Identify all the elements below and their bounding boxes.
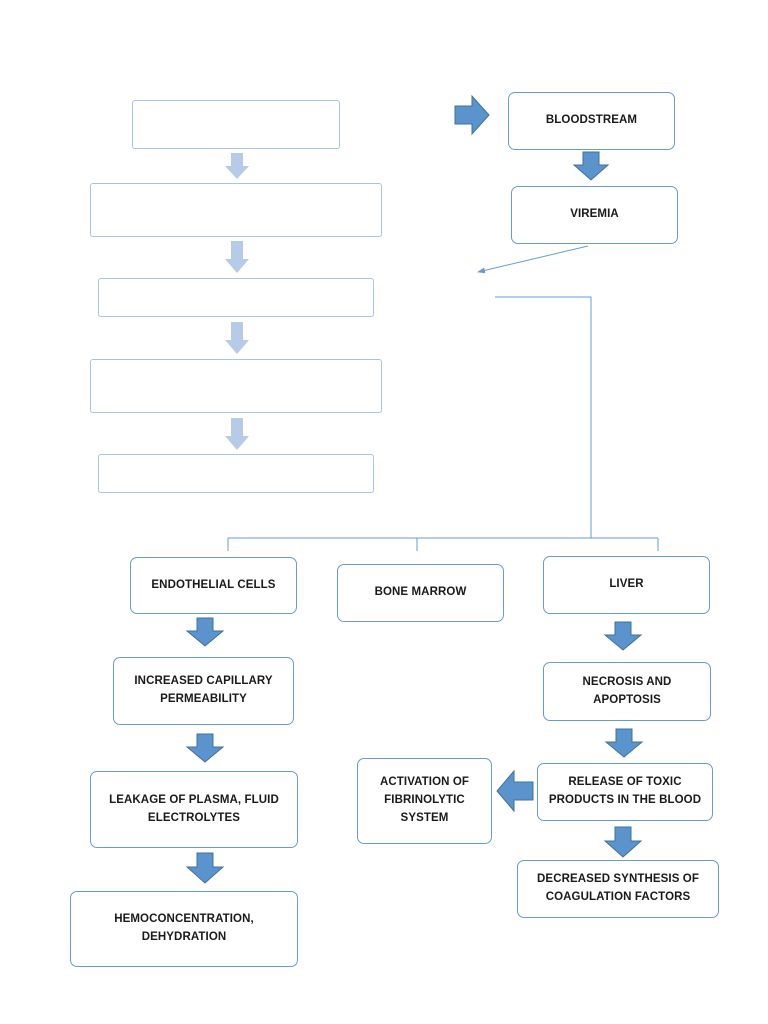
liver-box: LIVER: [543, 556, 710, 614]
faint-down-arrow-icon: [225, 241, 249, 273]
faint-down-arrow-icon: [225, 322, 249, 354]
necrosis-apoptosis-box: NECROSIS AND APOPTOSIS: [543, 662, 711, 721]
block-arrow-right-icon: [454, 94, 490, 136]
hemoconcentration-box: HEMOCONCENTRATION, DEHYDRATION: [70, 891, 298, 967]
faint-down-arrow-icon: [225, 418, 249, 450]
activation-fibrinolytic-box: ACTIVATION OF FIBRINOLYTIC SYSTEM: [357, 758, 492, 844]
bloodstream-box: BLOODSTREAM: [508, 92, 675, 150]
viremia-connector-arrow: [477, 245, 589, 274]
block-arrow-down-icon: [185, 733, 225, 763]
block-arrow-down-icon: [185, 617, 225, 647]
endothelial-cells-box: ENDOTHELIAL CELLS: [130, 557, 297, 614]
bone-marrow-box: BONE MARROW: [337, 564, 504, 622]
block-arrow-down-icon: [572, 151, 610, 181]
left-chain-box-5: [98, 454, 374, 493]
bracket-connector: [495, 296, 592, 538]
release-toxic-products-box: RELEASE OF TOXIC PRODUCTS IN THE BLOOD: [537, 763, 713, 821]
viremia-box: VIREMIA: [511, 186, 678, 244]
leakage-box: LEAKAGE OF PLASMA, FLUID ELECTROLYTES: [90, 771, 298, 848]
decreased-synthesis-box: DECREASED SYNTHESIS OF COAGULATION FACTO…: [517, 860, 719, 918]
left-chain-box-1: [132, 100, 340, 149]
block-arrow-left-icon: [496, 769, 534, 813]
block-arrow-down-icon: [604, 728, 644, 758]
block-arrow-down-icon: [185, 852, 225, 884]
left-chain-box-2: [90, 183, 382, 237]
block-arrow-down-icon: [603, 621, 643, 651]
faint-down-arrow-icon: [225, 153, 249, 179]
increased-capillary-permeability-box: INCREASED CAPILLARY PERMEABILITY: [113, 657, 294, 725]
left-chain-box-4: [90, 359, 382, 413]
block-arrow-down-icon: [603, 826, 643, 858]
left-chain-box-3: [98, 278, 374, 317]
